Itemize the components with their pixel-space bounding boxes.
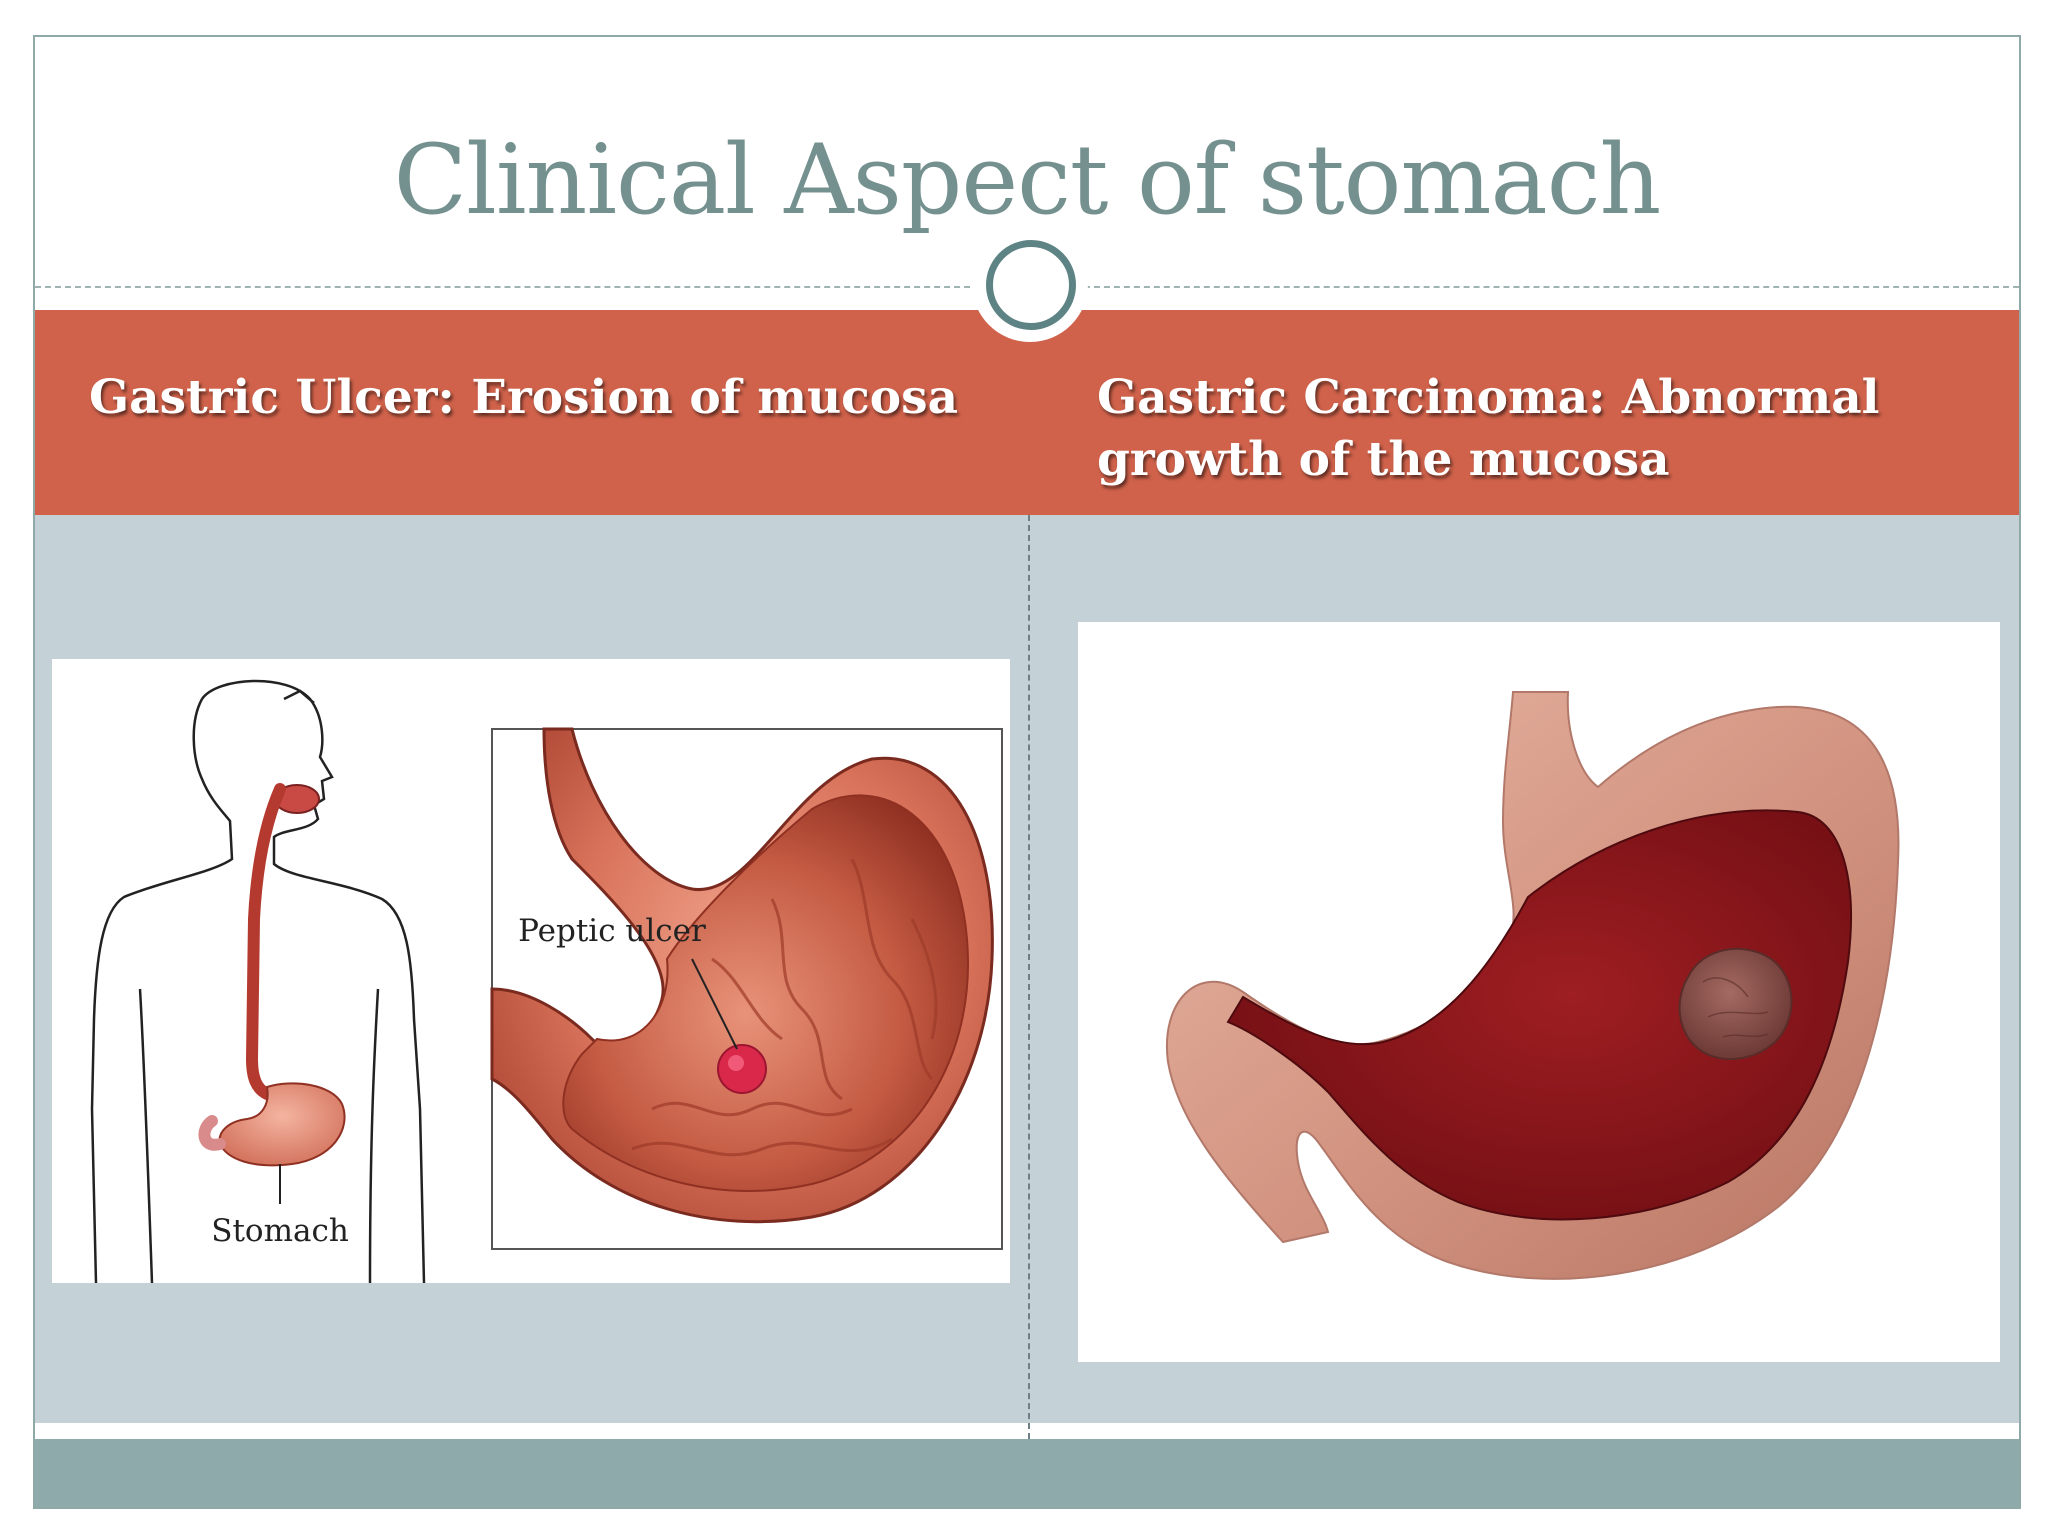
peptic-ulcer-label: Peptic ulcer — [518, 913, 706, 949]
circle-ornament-icon — [972, 226, 1088, 342]
footer-band — [35, 1439, 2019, 1507]
right-column-heading: Gastric Carcinoma: Abnormal growth of th… — [1097, 370, 1880, 487]
left-column-heading: Gastric Ulcer: Erosion of mucosa — [89, 370, 959, 425]
heading-band — [35, 310, 2019, 515]
slide: Clinical Aspect of stomach Gastric Ulcer… — [33, 35, 2021, 1509]
body-outline — [90, 679, 426, 1283]
gastric-carcinoma-illustration — [1078, 622, 2000, 1362]
stomach-model — [1165, 691, 1900, 1280]
gastric-ulcer-diagram: Stomach — [90, 679, 1003, 1283]
gastric-carcinoma-diagram — [1165, 691, 1900, 1280]
gastric-ulcer-illustration: Stomach — [52, 659, 1010, 1283]
stomach-cutaway — [490, 727, 994, 1224]
stomach-label: Stomach — [211, 1213, 349, 1249]
column-divider — [1028, 515, 1030, 1439]
slide-title: Clinical Aspect of stomach — [393, 124, 1662, 236]
